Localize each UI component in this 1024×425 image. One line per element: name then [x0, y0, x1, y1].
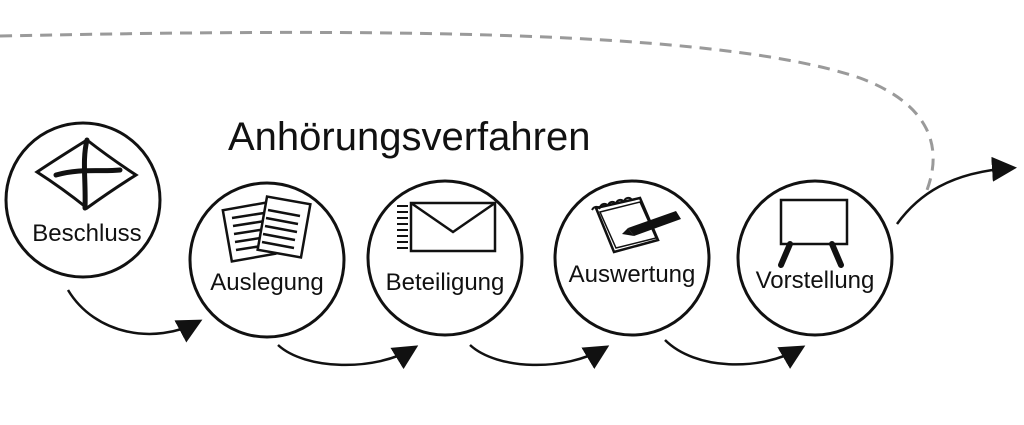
step-auslegung: Auslegung [188, 181, 346, 339]
step-circle [736, 179, 894, 337]
flow-arrow-out [895, 156, 1017, 225]
diagram-title: Anhörungsverfahren [228, 115, 590, 159]
step-label: Beteiligung [386, 269, 505, 296]
step-beteiligung: Beteiligung [366, 179, 524, 337]
flow-arrow-2 [277, 344, 419, 370]
step-label: Vorstellung [756, 267, 875, 294]
step-beschluss: Beschluss [4, 121, 162, 279]
step-vorstellung: Vorstellung [736, 179, 894, 337]
step-auswertung: Auswertung [553, 179, 711, 337]
step-label: Auslegung [210, 269, 323, 296]
notepad-pen-icon [591, 196, 681, 254]
step-label: Beschluss [32, 220, 141, 247]
flow-arrow-3 [469, 344, 610, 370]
documents-icon [221, 195, 312, 263]
flow-arrow-4 [664, 339, 806, 369]
flow-arrow-1 [66, 289, 203, 343]
presentation-board-icon [778, 198, 849, 268]
step-label: Auswertung [569, 261, 696, 288]
envelope-icon [397, 201, 497, 253]
dashed-return-arc [0, 30, 935, 196]
decision-cross-icon [34, 137, 139, 211]
